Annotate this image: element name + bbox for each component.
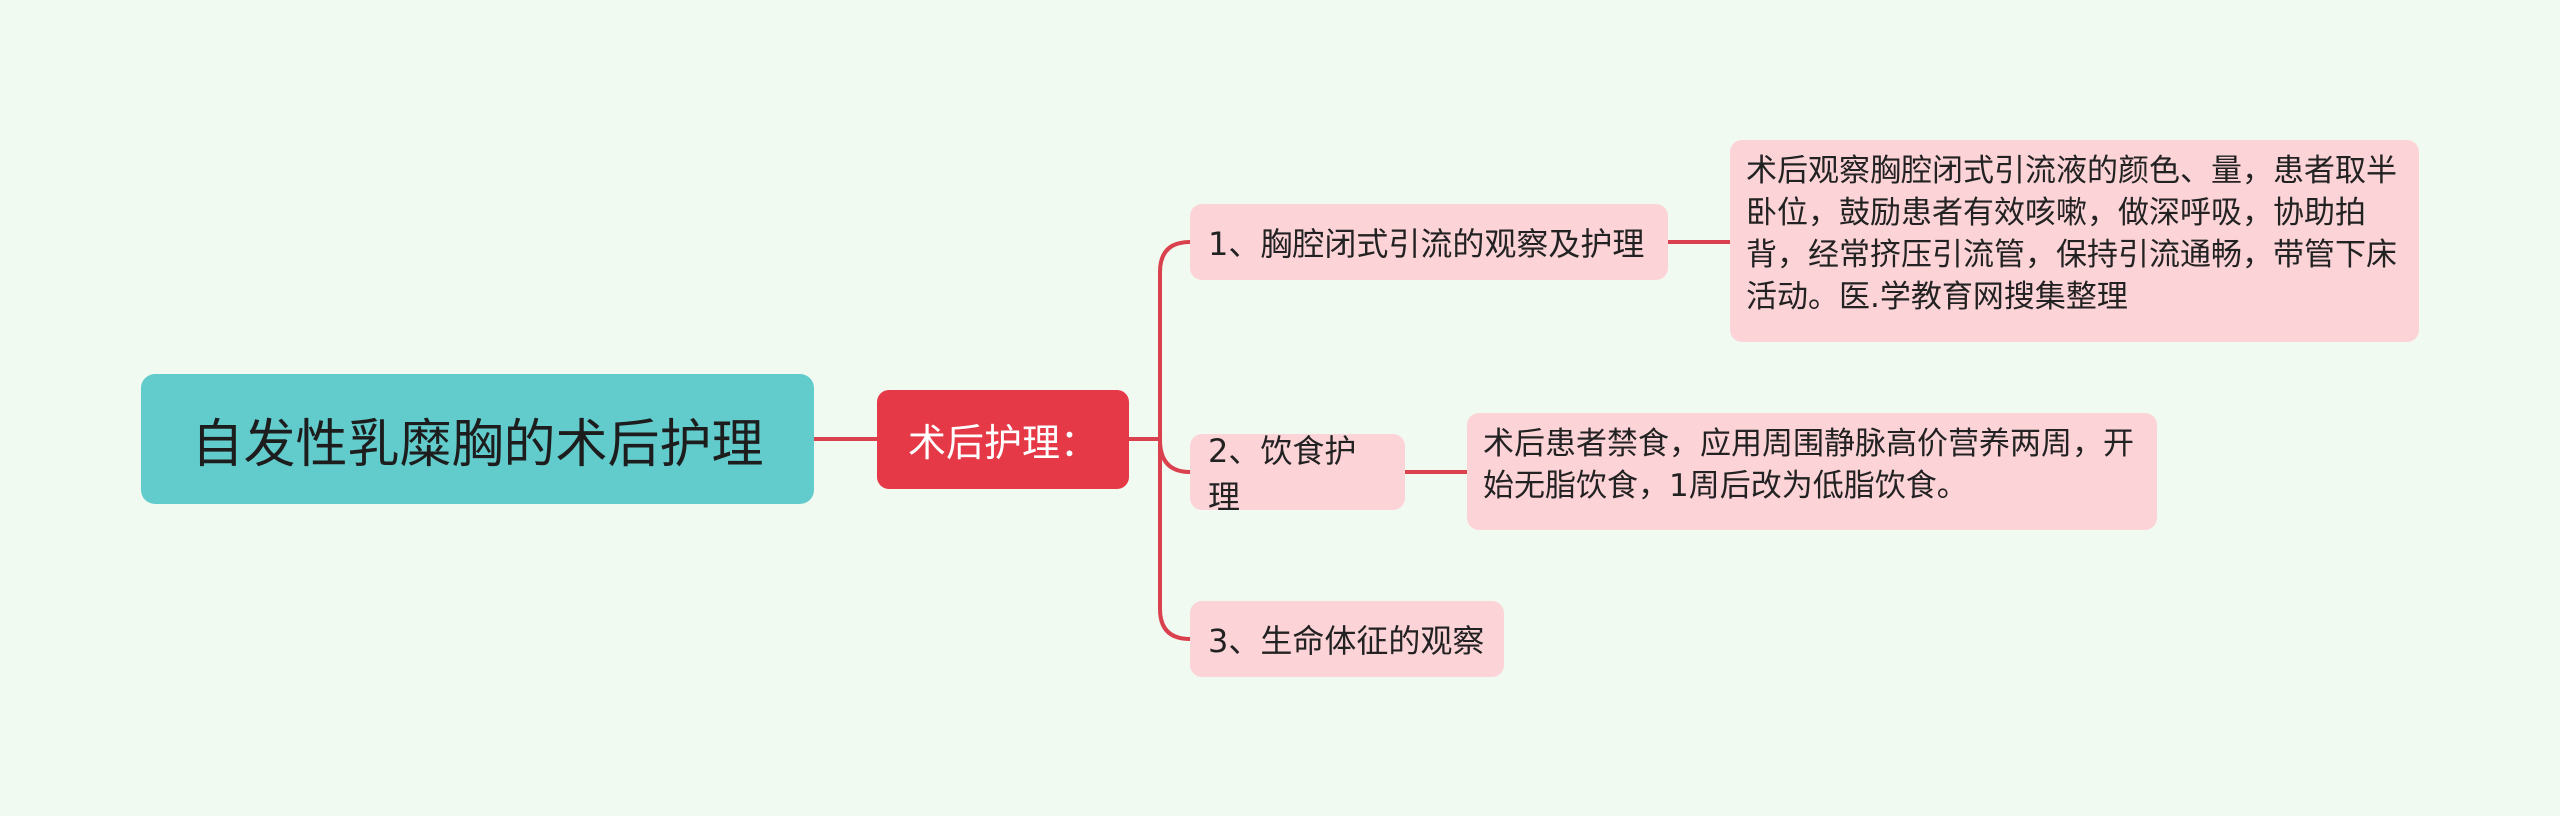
root-topic[interactable]: 自发性乳糜胸的术后护理 — [141, 374, 814, 504]
branch-3-label: 3、生命体征的观察 — [1208, 622, 1485, 660]
branch-1-detail[interactable]: 术后观察胸腔闭式引流液的颜色、量，患者取半卧位，鼓励患者有效咳嗽，做深呼吸，协助… — [1730, 140, 2419, 342]
main-topic-label: 术后护理： — [907, 421, 1098, 465]
main-topic[interactable]: 术后护理： — [877, 390, 1129, 489]
branch-2-detail[interactable]: 术后患者禁食，应用周围静脉高价营养两周，开始无脂饮食，1周后改为低脂饮食。 — [1467, 413, 2157, 530]
root-topic-label: 自发性乳糜胸的术后护理 — [191, 414, 764, 475]
branch-1-label: 1、胸腔闭式引流的观察及护理 — [1208, 225, 1645, 263]
branch-2[interactable]: 2、饮食护理 — [1190, 432, 1405, 516]
branch-1-detail-text: 术后观察胸腔闭式引流液的颜色、量，患者取半卧位，鼓励患者有效咳嗽，做深呼吸，协助… — [1746, 153, 2397, 315]
connector-branch-2 — [1158, 438, 1192, 474]
branch-2-detail-text: 术后患者禁食，应用周围静脉高价营养两周，开始无脂饮食，1周后改为低脂饮食。 — [1483, 426, 2134, 504]
branch-3[interactable]: 3、生命体征的观察 — [1190, 601, 1504, 677]
branch-1[interactable]: 1、胸腔闭式引流的观察及护理 — [1190, 204, 1668, 280]
connector-trunk — [1158, 240, 1192, 641]
branch-2-label: 2、饮食护理 — [1208, 432, 1357, 516]
